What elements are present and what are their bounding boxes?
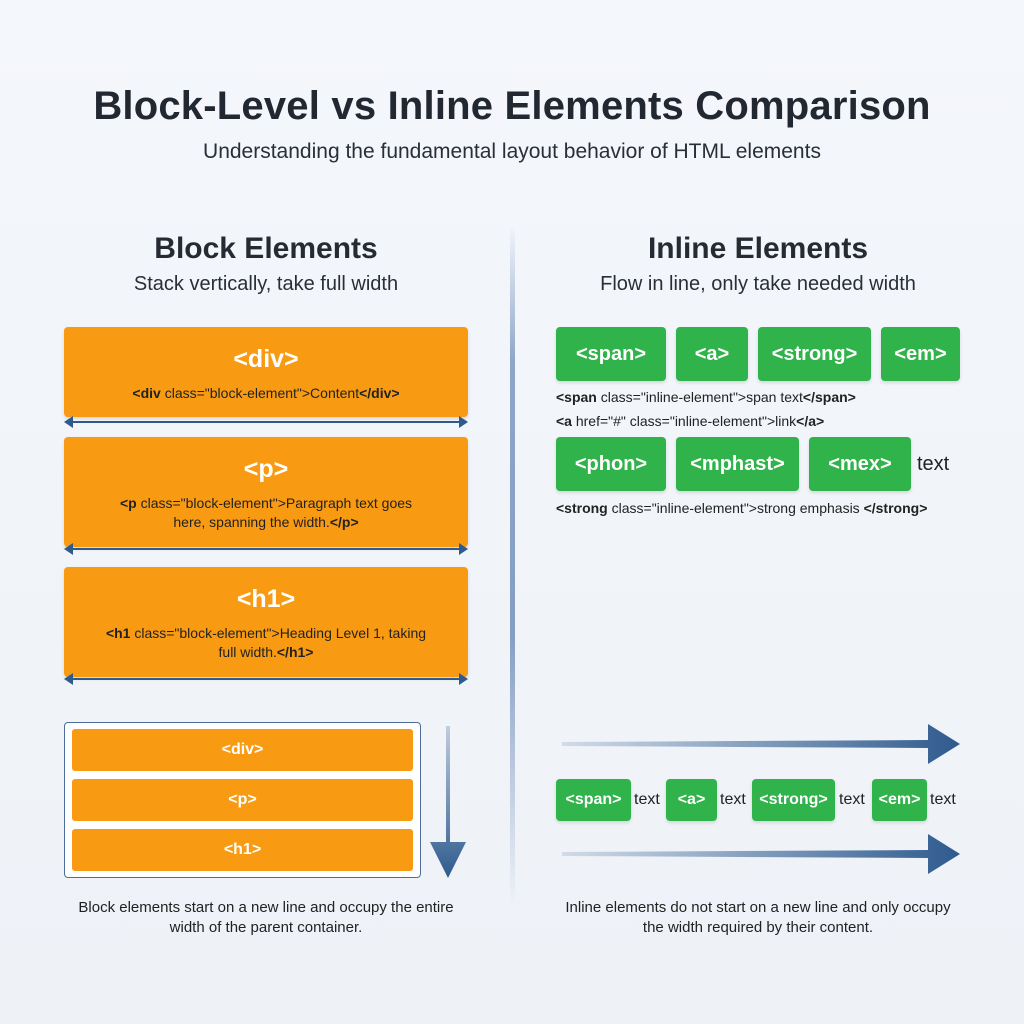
inline-code-strong: <strong class="inline-element">strong em…	[556, 500, 928, 516]
flow-text: text	[930, 791, 956, 808]
block-card-code: <p class="block-element">Paragraph text …	[119, 495, 413, 530]
inline-column-subtitle: Flow in line, only take needed width	[600, 273, 916, 295]
inline-pill-em: <em>	[881, 327, 960, 381]
inline-pill-phon: <phon>	[556, 437, 666, 491]
inline-code-span: <span class="inline-element">span text</…	[556, 389, 856, 405]
arrow-down-icon	[430, 726, 466, 878]
block-card-tag: <p>	[243, 455, 289, 483]
flow-text: text	[720, 791, 746, 808]
inline-caption: Inline elements do not start on a new li…	[565, 899, 951, 936]
inline-code-a: <a href="#" class="inline-element">link<…	[556, 413, 825, 429]
arrow-right-icon	[562, 834, 960, 874]
full-width-arrow	[64, 673, 468, 685]
block-card-h1: <h1> <h1 class="block-element">Heading L…	[64, 567, 468, 677]
flow-pill-a: <a>	[666, 779, 717, 821]
block-column-title: Block Elements	[154, 232, 378, 265]
inline-pill-span: <span>	[556, 327, 666, 381]
flow-pill-span: <span>	[556, 779, 631, 821]
flow-text: text	[634, 791, 660, 808]
page-title: Block-Level vs Inline Elements Compariso…	[93, 84, 931, 128]
page-subtitle: Understanding the fundamental layout beh…	[203, 140, 821, 163]
flow-pill-em: <em>	[872, 779, 927, 821]
block-card-tag: <div>	[233, 345, 299, 373]
stack-item-p: <p>	[72, 779, 413, 821]
flow-pill-strong: <strong>	[752, 779, 835, 821]
inline-column-title: Inline Elements	[647, 232, 869, 265]
column-divider	[510, 225, 515, 905]
arrow-right-icon	[562, 724, 960, 764]
inline-trailing-text: text	[917, 453, 950, 475]
block-card-p: <p> <p class="block-element">Paragraph t…	[64, 437, 468, 547]
inline-pill-strong: <strong>	[758, 327, 871, 381]
inline-pill-mphast: <mphast>	[676, 437, 799, 491]
block-column-subtitle: Stack vertically, take full width	[133, 273, 399, 295]
block-card-div: <div> <div class="block-element">Content…	[64, 327, 468, 417]
block-card-code: <h1 class="block-element">Heading Level …	[105, 625, 427, 660]
inline-pill-a: <a>	[676, 327, 748, 381]
block-caption: Block elements start on a new line and o…	[78, 899, 454, 936]
full-width-arrow	[64, 416, 468, 428]
inline-pill-mex: <mex>	[809, 437, 911, 491]
block-card-code: <div class="block-element">Content</div>	[132, 385, 400, 401]
stack-item-div: <div>	[72, 729, 413, 771]
block-card-tag: <h1>	[236, 585, 296, 613]
stack-item-h1: <h1>	[72, 829, 413, 871]
flow-text: text	[839, 791, 865, 808]
full-width-arrow	[64, 543, 468, 555]
